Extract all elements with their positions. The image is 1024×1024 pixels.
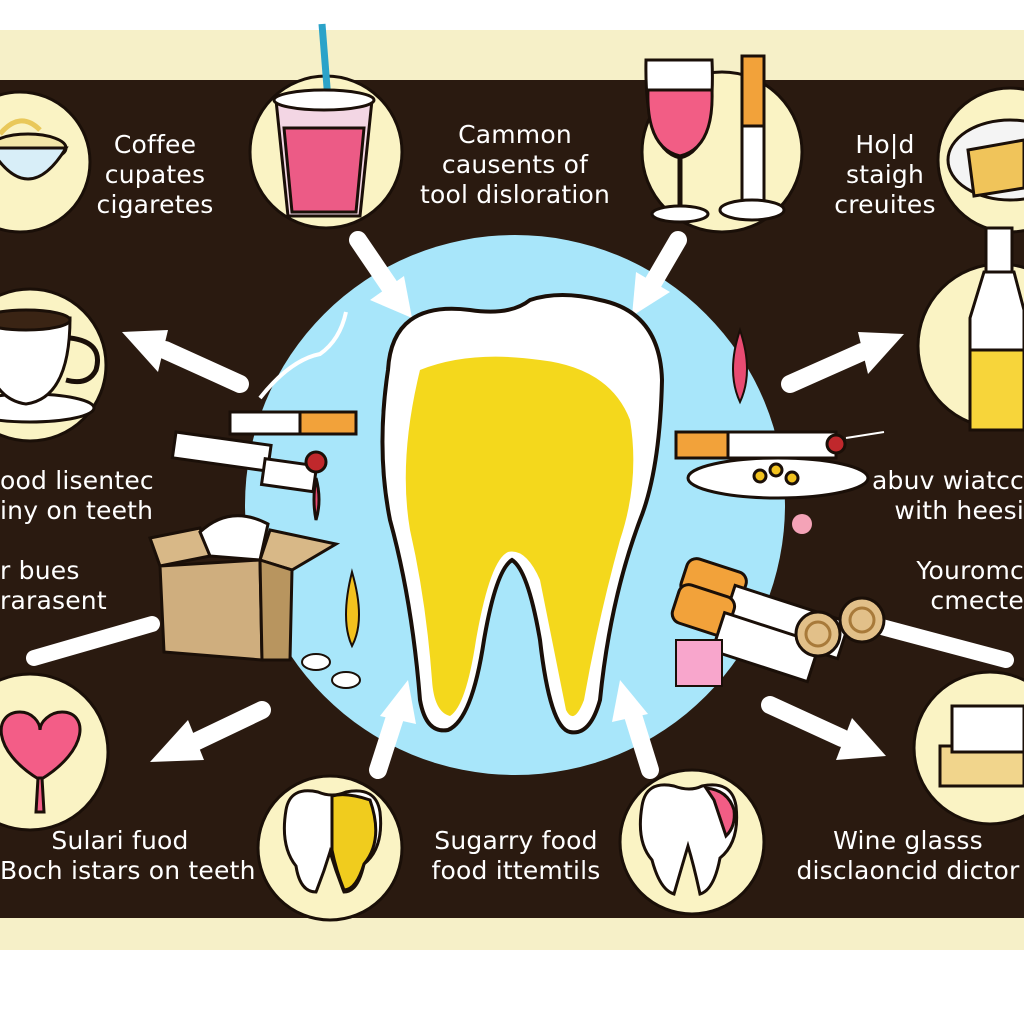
label-mid-right: abuv wiatcc with heesi: [872, 466, 1024, 525]
label-top-left: Coffee cupates cigaretes: [96, 130, 214, 219]
label-mid-left: ood lisentec iny on teeth: [0, 466, 154, 525]
arrow-right-out: [781, 332, 904, 393]
label-bottom-left: Sulari fuod Boch istars on teeth: [0, 826, 256, 885]
drop-icons: [345, 326, 812, 649]
arrow-mid-left-line: [26, 616, 160, 666]
plate-icon: [946, 118, 1024, 202]
arrow-bottom-left-out: [150, 701, 271, 762]
label-mid-left-lower: r bues rarasent: [0, 556, 107, 615]
box-icon: [148, 514, 341, 662]
label-mid-right-lower: Youromc cmecte: [916, 556, 1024, 615]
cake-icon: [938, 704, 1024, 788]
soda-cup-icon: [272, 23, 376, 218]
wine-glass-icon: [644, 58, 714, 224]
bottle-icon: [968, 226, 1024, 432]
label-bottom-center: Sugarry food food ittemtils: [431, 826, 601, 885]
arrow-left-out: [122, 330, 249, 393]
cigarette-icon-left: [170, 311, 358, 521]
arrow-bottom-center-right-in: [612, 680, 659, 779]
arrow-mid-right-line: [870, 618, 1014, 668]
cigarette-icon-right: [674, 430, 885, 460]
pill-icons: [301, 653, 361, 689]
tooth-icon: [380, 293, 665, 735]
heart-icon: [0, 710, 82, 814]
arrow-top-left-in: [349, 231, 412, 318]
arrow-top-right-in: [632, 231, 687, 316]
small-tooth-icon-left: [282, 789, 383, 894]
arrow-bottom-right-out: [761, 696, 886, 760]
arrows: [26, 231, 1014, 779]
cigarette-roll-icon: [670, 557, 886, 684]
dessert-bowl-icon: [0, 118, 69, 181]
small-tooth-icon-right: [638, 783, 739, 896]
label-top-right: Ho|d staigh creuites: [834, 130, 936, 219]
sugar-cube-icon: [675, 639, 723, 687]
label-bottom-right: Wine glasss disclaoncid dictor: [796, 826, 1020, 885]
arrow-bottom-center-left-in: [369, 680, 416, 779]
plate-icon-right: [686, 456, 870, 500]
title-label: Cammon causents of tool disloration: [419, 120, 611, 209]
coffee-cup-icon: [0, 308, 100, 424]
cigarette-icon: [718, 54, 786, 222]
